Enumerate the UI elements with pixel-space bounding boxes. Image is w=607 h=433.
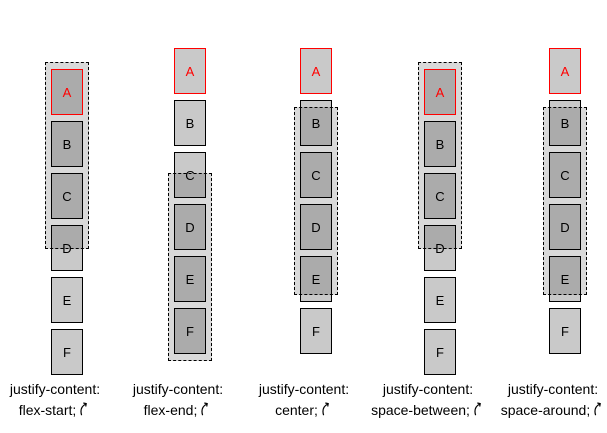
flex-container-dashed-outline	[543, 107, 587, 295]
flex-item-d: D	[300, 204, 332, 250]
flex-item-c: C	[549, 152, 581, 198]
flex-item-c: C	[51, 173, 83, 219]
flex-item-b: B	[51, 121, 83, 167]
flex-item-a: A	[424, 69, 456, 115]
flex-item-e: E	[51, 277, 83, 323]
justify-content-value-row: center;	[224, 400, 384, 421]
curved-up-right-arrow-icon	[200, 401, 212, 416]
flex-item-f: F	[300, 308, 332, 354]
justify-content-value-row: space-between;	[348, 400, 508, 421]
column-flex-end: A B C D E F justify-content: flex-end;	[133, 0, 223, 433]
column-label: justify-content: center;	[224, 379, 384, 421]
flex-item-b: B	[549, 100, 581, 146]
flex-item-d: D	[549, 204, 581, 250]
flex-item-d: D	[424, 225, 456, 271]
flex-item-b: B	[174, 100, 206, 146]
flex-item-a: A	[174, 48, 206, 94]
flex-item-c: C	[424, 173, 456, 219]
column-space-around: A B C D E F justify-content: space-aroun…	[501, 0, 602, 433]
flex-item-f: F	[549, 308, 581, 354]
flex-item-a: A	[51, 69, 83, 115]
justify-content-property: justify-content:	[9, 381, 101, 397]
flex-container-dashed-outline	[45, 62, 89, 249]
flex-item-b: B	[424, 121, 456, 167]
justify-content-value-row: space-around;	[473, 400, 607, 421]
curved-up-right-arrow-icon	[593, 401, 605, 416]
curved-up-right-arrow-icon	[321, 401, 333, 416]
flex-item-f: F	[424, 329, 456, 375]
column-flex-start: A B C D E F justify-content: flex-start;	[10, 0, 100, 433]
flex-container-dashed-outline	[418, 62, 462, 249]
justify-content-value: flex-end;	[143, 402, 198, 418]
column-center: A B C D E F justify-content: center;	[259, 0, 349, 433]
flex-item-c: C	[300, 152, 332, 198]
flex-item-d: D	[174, 204, 206, 250]
justify-content-value: space-around;	[500, 402, 591, 418]
flex-item-e: E	[549, 256, 581, 302]
flex-item-f: F	[174, 308, 206, 354]
justify-content-value-row: flex-start;	[0, 400, 135, 421]
flex-container-dashed-outline	[294, 107, 338, 295]
justify-content-property: justify-content:	[382, 381, 474, 397]
column-space-between: A B C D E F justify-content: space-betwe…	[371, 0, 481, 433]
flex-item-a: A	[300, 48, 332, 94]
flex-item-d: D	[51, 225, 83, 271]
curved-up-right-arrow-icon	[79, 401, 91, 416]
flex-item-e: E	[300, 256, 332, 302]
flex-item-a: A	[549, 48, 581, 94]
justify-content-property: justify-content:	[507, 381, 599, 397]
column-label: justify-content: flex-end;	[98, 379, 258, 421]
flex-item-c: C	[174, 152, 206, 198]
flex-item-e: E	[424, 277, 456, 323]
justify-content-value: space-between;	[371, 402, 470, 418]
column-label: justify-content: space-between;	[348, 379, 508, 421]
justify-content-value-row: flex-end;	[98, 400, 258, 421]
justify-content-property: justify-content:	[132, 381, 224, 397]
column-label: justify-content: flex-start;	[0, 379, 135, 421]
column-label: justify-content: space-around;	[473, 379, 607, 421]
justify-content-property: justify-content:	[258, 381, 350, 397]
flex-item-b: B	[300, 100, 332, 146]
flex-item-f: F	[51, 329, 83, 375]
flex-item-e: E	[174, 256, 206, 302]
justify-content-value: flex-start;	[18, 402, 77, 418]
justify-content-value: center;	[275, 402, 318, 418]
curved-up-right-arrow-icon	[473, 401, 485, 416]
